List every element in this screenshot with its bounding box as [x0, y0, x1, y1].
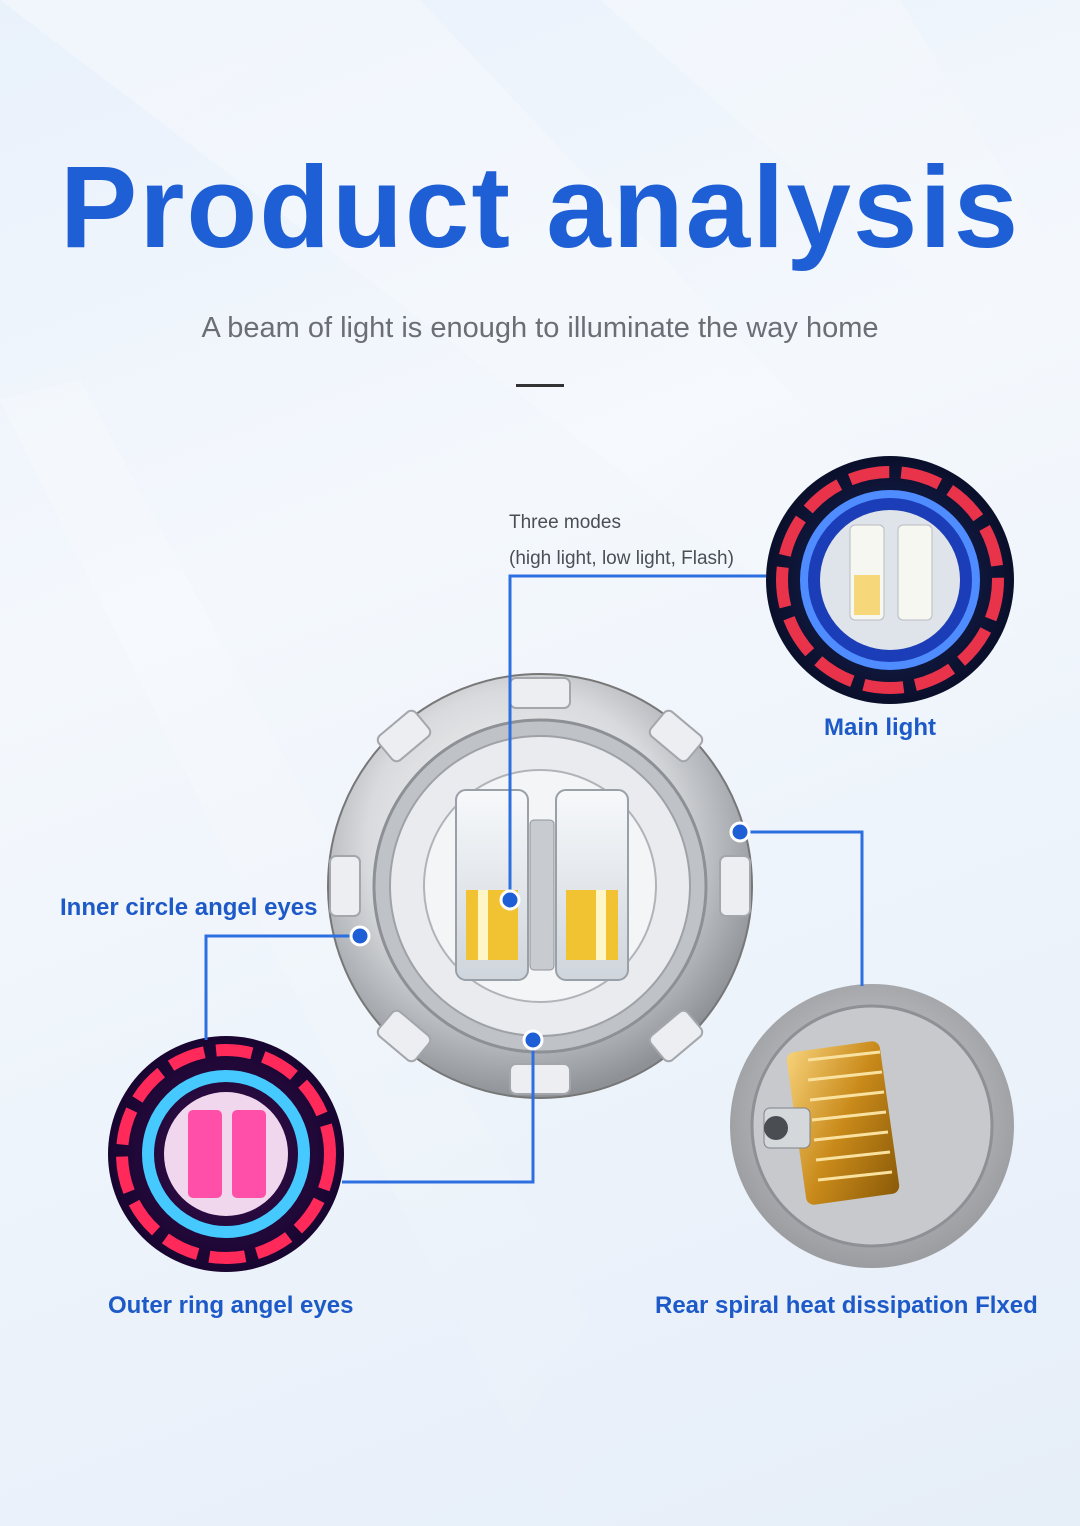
main-light-image — [766, 456, 1014, 704]
dot-inner — [349, 925, 371, 947]
dot-outer — [522, 1029, 544, 1051]
label-rear-spiral: Rear spiral heat dissipation Flxed — [655, 1292, 1038, 1319]
rear-heatsink-image — [730, 984, 1014, 1268]
label-three-modes: Three modes — [509, 512, 621, 533]
page-subtitle: A beam of light is enough to illuminate … — [201, 312, 879, 344]
dot-rear — [729, 821, 751, 843]
label-main-light: Main light — [824, 714, 936, 741]
dot-modes — [499, 889, 521, 911]
page-title: Product analysis — [59, 142, 1021, 272]
label-inner-circle: Inner circle angel eyes — [60, 894, 318, 921]
label-outer-ring: Outer ring angel eyes — [108, 1292, 354, 1319]
main-headlight-image — [327, 673, 753, 1099]
title-divider — [516, 384, 564, 387]
outer-ring-image — [108, 1036, 344, 1272]
callout-connectors — [204, 574, 864, 1184]
label-modes-detail: (high light, low light, Flash) — [509, 548, 734, 569]
